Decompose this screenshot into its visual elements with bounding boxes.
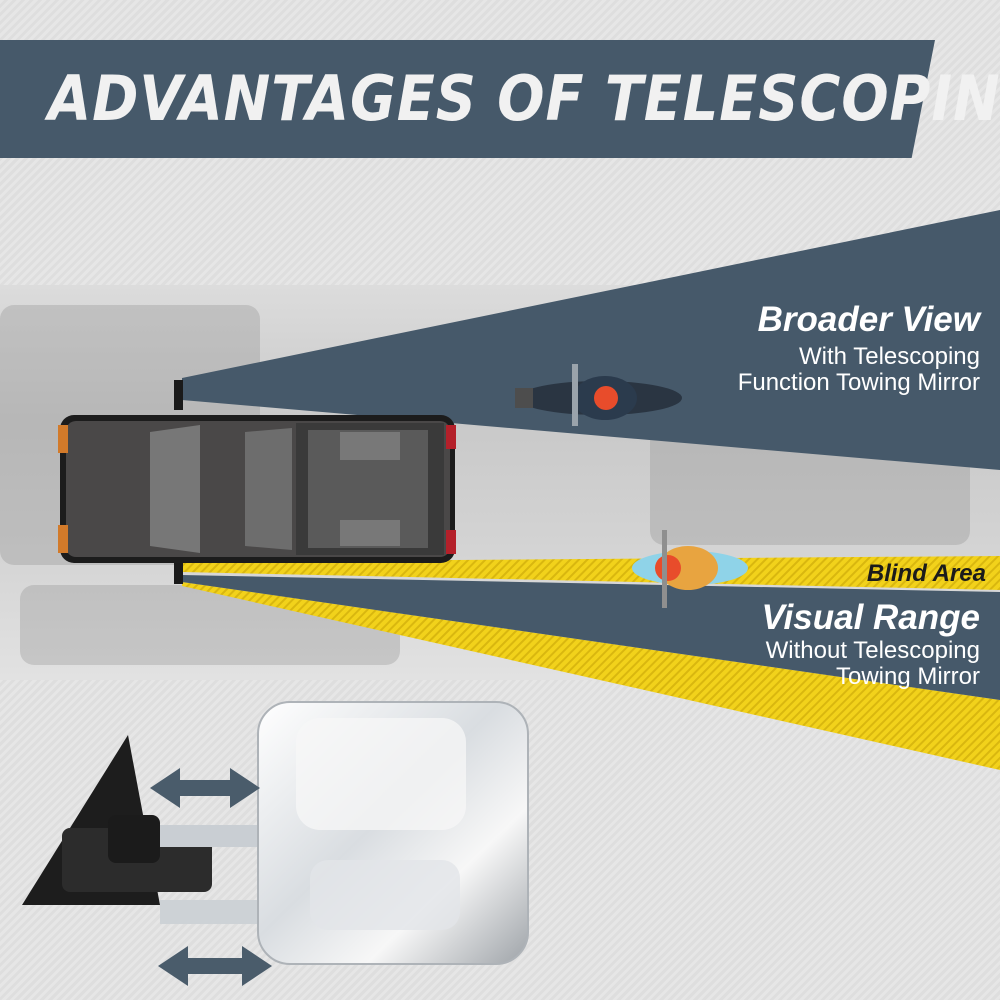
blind-area-label: Blind Area bbox=[866, 560, 986, 587]
motorcycle-rider-icon bbox=[515, 364, 682, 426]
towing-mirror-icon bbox=[22, 701, 529, 965]
banner-title: ADVANTAGES OF TELESCOPING bbox=[48, 62, 1000, 135]
right-mirror-icon bbox=[174, 560, 183, 584]
visual-range-line1: Without Telescoping bbox=[765, 637, 980, 664]
visual-range-heading: Visual Range bbox=[761, 598, 981, 637]
visual-range-cone bbox=[182, 575, 1000, 700]
broader-view-heading: Broader View bbox=[757, 300, 980, 339]
broader-view-line1: With Telescoping bbox=[799, 343, 980, 370]
visual-range-line2: Towing Mirror bbox=[835, 663, 980, 690]
double-arrow-icon bbox=[150, 768, 272, 986]
broader-view-cone bbox=[182, 210, 1000, 470]
blind-motorcycle-icon bbox=[632, 530, 748, 608]
broader-view-line2: Function Towing Mirror bbox=[737, 369, 980, 396]
pickup-truck-icon bbox=[58, 415, 456, 563]
visual-range-edge bbox=[182, 582, 1000, 770]
blind-area-band bbox=[182, 556, 1000, 590]
left-mirror-icon bbox=[174, 380, 183, 410]
title-banner bbox=[0, 40, 935, 158]
